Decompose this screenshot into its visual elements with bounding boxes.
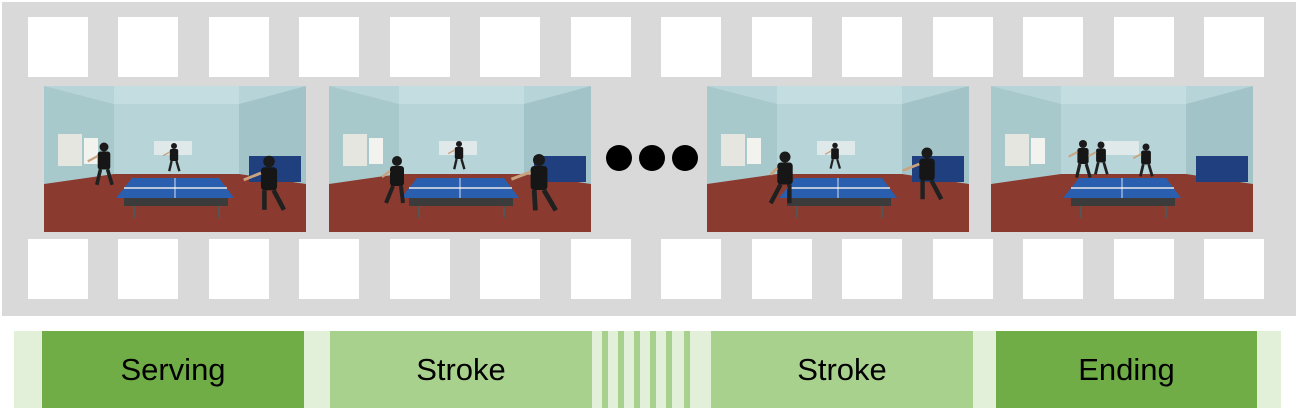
sprocket-hole xyxy=(1023,239,1083,299)
timeline-stripe xyxy=(602,331,608,408)
sprocket-hole xyxy=(390,17,450,77)
segment-stroke-2: Stroke xyxy=(711,331,973,408)
player-figure xyxy=(768,151,793,205)
sprocket-hole xyxy=(571,17,631,77)
player-figure xyxy=(447,141,466,170)
segment-stroke-1: Stroke xyxy=(330,331,592,408)
segment-label: Serving xyxy=(120,351,226,387)
video-frame-2 xyxy=(329,86,591,232)
sprocket-hole xyxy=(571,239,631,299)
sprocket-hole xyxy=(933,239,993,299)
segment-ending: Ending xyxy=(996,331,1257,408)
sprocket-hole xyxy=(661,17,721,77)
segment-label: Ending xyxy=(1078,351,1175,387)
player-figure xyxy=(824,142,842,169)
segment-label: Stroke xyxy=(416,351,506,387)
player-figure xyxy=(1068,140,1092,179)
player-figure xyxy=(162,143,181,172)
player-figure xyxy=(243,155,286,211)
sprocket-hole xyxy=(1114,239,1174,299)
sprocket-hole xyxy=(661,239,721,299)
timeline-stripe xyxy=(634,331,640,408)
player-figure xyxy=(902,147,944,201)
timeline-stripe xyxy=(666,331,672,408)
table-tennis-scene xyxy=(44,86,306,232)
sprocket-hole xyxy=(28,17,88,77)
timeline-stripe xyxy=(684,331,690,408)
sprocket-hole xyxy=(842,239,902,299)
timeline-stripe xyxy=(618,331,624,408)
sprocket-hole xyxy=(842,17,902,77)
sprocket-hole xyxy=(933,17,993,77)
sprocket-hole xyxy=(1114,17,1174,77)
sprocket-hole xyxy=(480,239,540,299)
sprocket-hole xyxy=(480,17,540,77)
sprocket-hole xyxy=(28,239,88,299)
sprocket-hole xyxy=(752,239,812,299)
timeline-stripe xyxy=(650,331,656,408)
ellipsis-dot xyxy=(672,145,698,171)
video-frame-1 xyxy=(44,86,306,232)
ellipsis-icon xyxy=(606,141,698,177)
sprocket-hole xyxy=(299,239,359,299)
sprocket-hole xyxy=(390,239,450,299)
ellipsis-dot xyxy=(606,145,632,171)
segment-serving: Serving xyxy=(42,331,304,408)
player-figure xyxy=(1087,141,1109,175)
table-tennis-scene xyxy=(991,86,1253,232)
player-figure xyxy=(87,142,114,186)
sprocket-hole xyxy=(209,17,269,77)
sprocket-hole xyxy=(209,239,269,299)
sprocket-hole xyxy=(1204,239,1264,299)
player-figure xyxy=(510,154,558,212)
video-frame-3 xyxy=(707,86,969,232)
sprocket-hole xyxy=(752,17,812,77)
sprocket-hole xyxy=(1023,17,1083,77)
sprocket-hole xyxy=(1204,17,1264,77)
sprocket-hole xyxy=(299,17,359,77)
table-tennis-scene xyxy=(329,86,591,232)
segment-label: Stroke xyxy=(797,351,887,387)
player-figure xyxy=(381,156,405,204)
video-frame-4 xyxy=(991,86,1253,232)
ellipsis-dot xyxy=(639,145,665,171)
player-figure xyxy=(1132,143,1154,177)
sprocket-hole xyxy=(118,17,178,77)
table-tennis-scene xyxy=(707,86,969,232)
sprocket-hole xyxy=(118,239,178,299)
